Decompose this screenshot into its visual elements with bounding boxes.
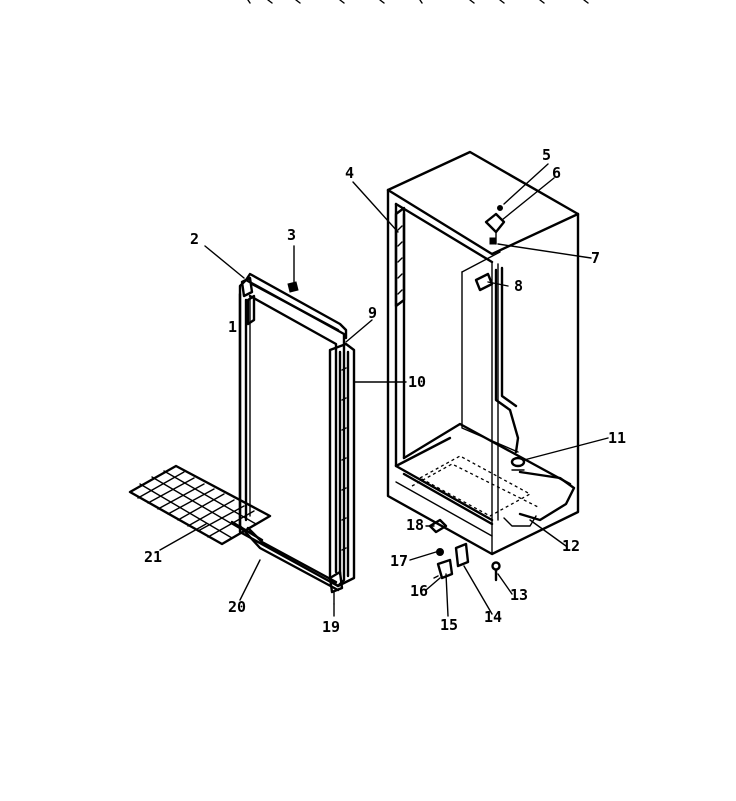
callout-labels: 1 2 3 4 5 6 7 8 9 10 11 12 13 14 15 16 1… bbox=[144, 146, 626, 636]
callout-14: 14 bbox=[484, 608, 502, 626]
callout-21: 21 bbox=[144, 548, 162, 566]
callout-4: 4 bbox=[345, 164, 354, 182]
callout-3: 3 bbox=[287, 226, 296, 244]
callout-8: 8 bbox=[514, 277, 523, 295]
door bbox=[238, 272, 356, 605]
leader-lines bbox=[159, 163, 609, 617]
cropped-header-marks bbox=[247, 0, 589, 4]
callout-9: 9 bbox=[368, 304, 377, 322]
top-hinge-assembly bbox=[474, 205, 506, 292]
callout-20: 20 bbox=[228, 598, 246, 616]
callout-18: 18 bbox=[406, 516, 424, 534]
wire-shelf bbox=[128, 464, 272, 546]
callout-1: 1 bbox=[228, 318, 237, 336]
callout-2: 2 bbox=[190, 230, 199, 248]
callout-6: 6 bbox=[552, 164, 561, 182]
callout-13: 13 bbox=[510, 586, 528, 604]
callout-17: 17 bbox=[390, 552, 408, 570]
callout-15: 15 bbox=[440, 616, 458, 634]
callout-19: 19 bbox=[322, 618, 340, 636]
callout-10: 10 bbox=[408, 373, 426, 391]
callout-16: 16 bbox=[410, 582, 428, 600]
cabinet bbox=[386, 150, 580, 556]
callout-5: 5 bbox=[542, 146, 551, 164]
callout-12: 12 bbox=[562, 537, 580, 555]
callout-7: 7 bbox=[591, 249, 600, 267]
callout-11: 11 bbox=[608, 429, 626, 447]
bottom-hardware bbox=[428, 456, 526, 582]
